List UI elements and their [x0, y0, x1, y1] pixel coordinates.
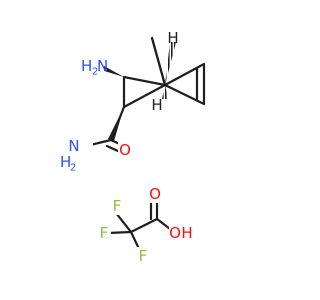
f-top-label: F [113, 197, 122, 215]
bridgehead-h-top-label: H [167, 29, 178, 47]
bond-c7-c4-bridge [150, 36, 167, 87]
wedge-c2-nh2 [101, 66, 124, 77]
bond-cf3-f-left [106, 230, 133, 235]
bond-c1-c2 [122, 75, 167, 87]
wedge-c3-conh2 [108, 107, 124, 141]
bridgehead-h-bottom-label: H [151, 96, 162, 114]
hydroxyl-h-label: H [181, 224, 192, 242]
structure-canvas: H 2 N N H 2 O H H F [57, 29, 206, 265]
carbonyl-o-label: O [149, 185, 161, 203]
amine-h-label: H [81, 57, 92, 75]
hydroxyl-o-label: O [169, 224, 181, 242]
amide-o-label: O [119, 141, 131, 159]
atom-amide-o: O [118, 141, 132, 159]
hash-c1-h [165, 42, 176, 85]
amide-h-label: H [60, 153, 71, 171]
atom-bridgehead-h-bottom: H [151, 96, 162, 114]
amine-n-label: N [97, 57, 108, 75]
bond-c-o-double-2 [105, 144, 122, 154]
atom-amide-nh2: N H 2 [57, 137, 93, 174]
bond-cf3-c-acid [129, 217, 159, 234]
amine-h-count: 2 [92, 67, 98, 78]
hash-c4-h [162, 85, 168, 99]
molecule-norbornene-carboxamide: H 2 N N H 2 O H H [57, 29, 206, 174]
bond-c6-c1 [163, 62, 206, 87]
amide-h-count: 2 [70, 163, 76, 174]
atom-amine-nh2: H 2 N [76, 56, 108, 78]
atom-f-left: F [97, 224, 111, 242]
f-left-label: F [100, 224, 109, 242]
molecule-trifluoroacetic-acid: F F F O O H [97, 185, 193, 265]
bond-c3-c4 [122, 83, 167, 109]
amide-n-label: N [68, 137, 79, 155]
bond-cf3-f-top [114, 211, 133, 234]
atom-hydroxyl-oh: O H [169, 224, 193, 242]
f-bottom-label: F [139, 247, 148, 265]
bond-c4-c5 [163, 83, 206, 106]
atom-bridgehead-h-top: H [167, 29, 178, 47]
atom-carbonyl-o: O [148, 185, 162, 203]
atom-f-top: F [110, 197, 124, 215]
atom-f-bottom: F [136, 247, 150, 265]
